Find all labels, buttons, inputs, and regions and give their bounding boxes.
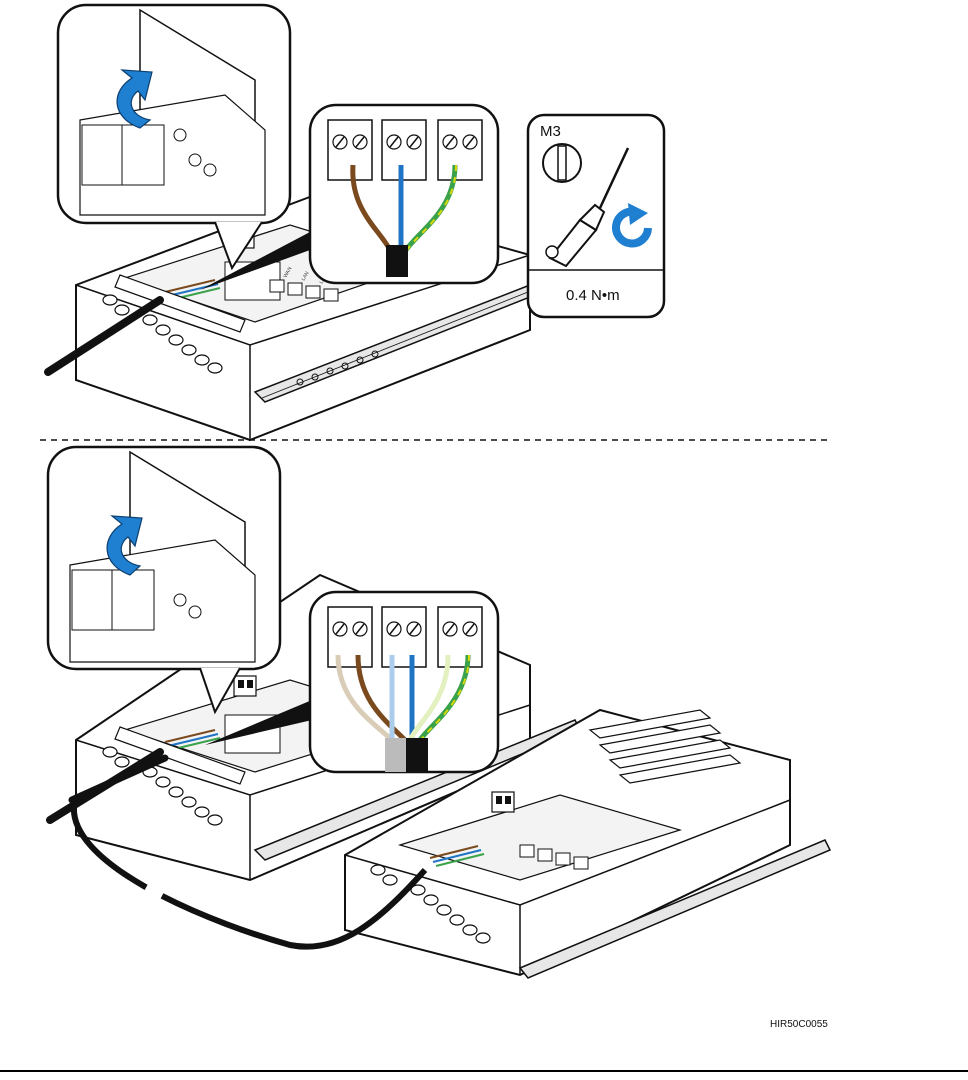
torque-value: 0.4 N•m bbox=[566, 287, 620, 304]
page-bottom-rule bbox=[0, 1070, 968, 1072]
screw-head-icon bbox=[543, 144, 581, 182]
screw-spec-label: M3 bbox=[540, 123, 561, 140]
figure-code: HIR50C0055 bbox=[770, 1019, 828, 1030]
top-lift-callout bbox=[58, 5, 290, 268]
torque-panel: M3 0.4 N•m bbox=[528, 115, 664, 317]
